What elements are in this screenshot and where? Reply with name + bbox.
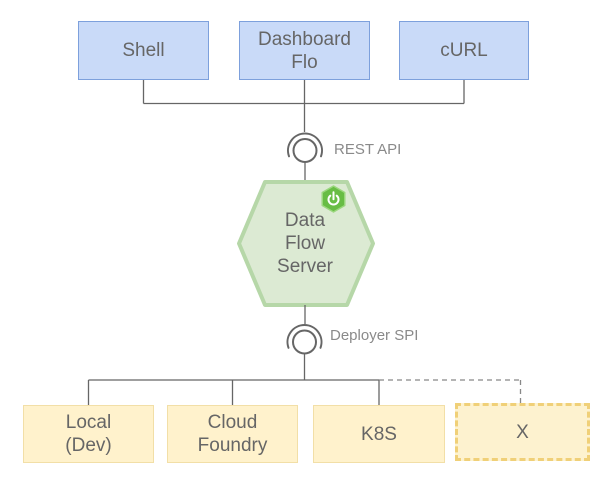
client-box-shell: Shell <box>78 21 209 80</box>
rest-api-label: REST API <box>334 141 402 158</box>
target-box-x: X <box>455 403 590 461</box>
rest-api-interface-icon <box>287 132 323 183</box>
target-connectors <box>87 379 380 405</box>
target-box-k8s: K8S <box>313 405 445 463</box>
target-box-cloud-foundry: Cloud Foundry <box>167 405 298 463</box>
target-connector-dashed <box>379 379 522 403</box>
target-box-local-dev: Local (Dev) <box>23 405 154 463</box>
server-label: Data Flow Server <box>277 210 333 277</box>
server-hexagon <box>237 180 375 307</box>
deployer-spi-interface-icon <box>286 305 323 380</box>
deployer-spi-label: Deployer SPI <box>330 327 419 344</box>
client-connectors <box>142 80 465 132</box>
client-box-curl: cURL <box>399 21 529 80</box>
client-box-dashboard-flo: Dashboard Flo <box>239 21 370 80</box>
spring-boot-icon <box>321 185 346 213</box>
